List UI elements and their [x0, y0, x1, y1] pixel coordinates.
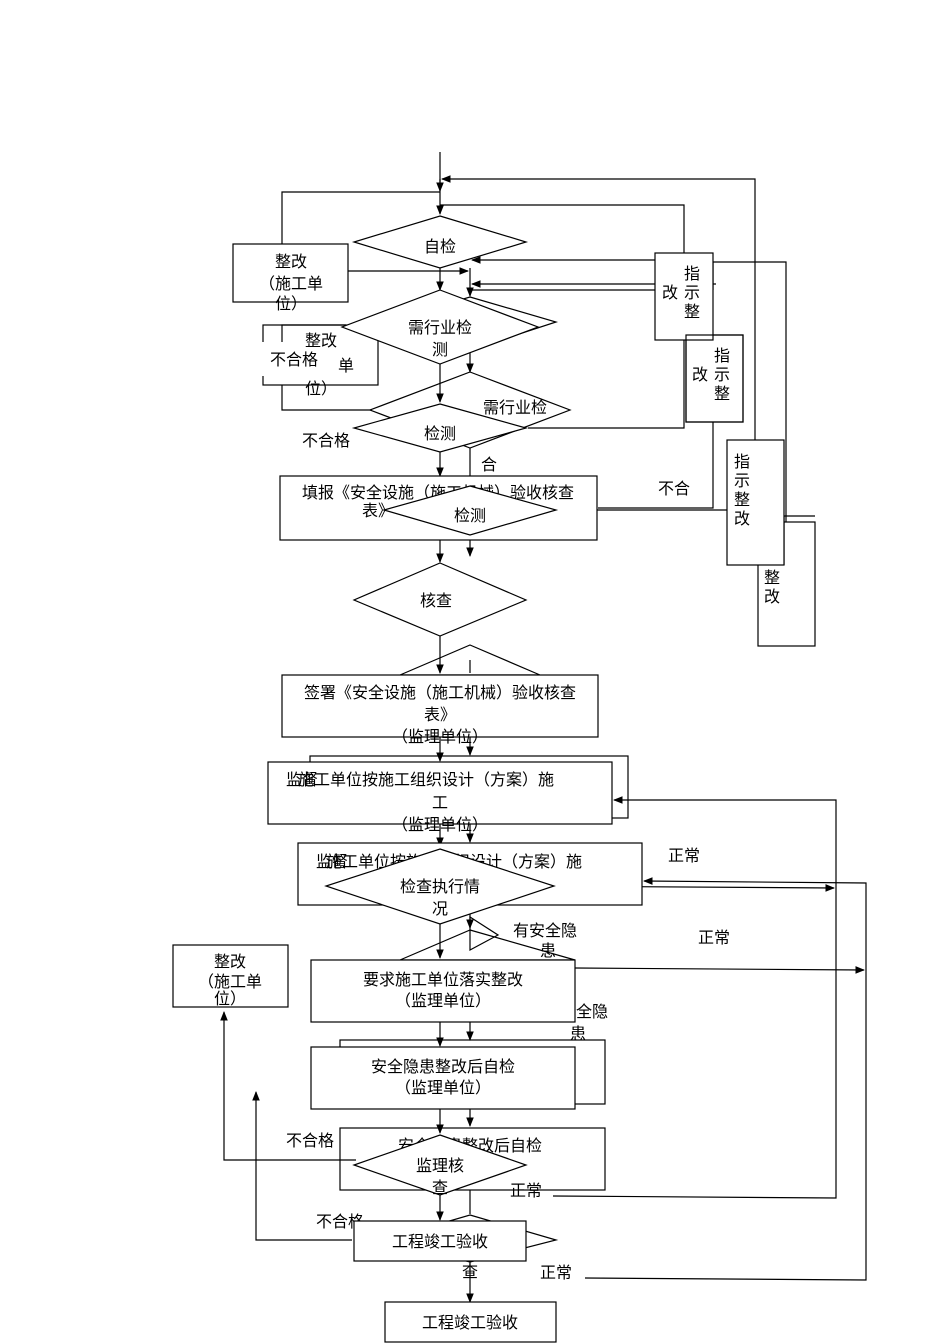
- industry-test-ghost-text: 需行业检: [483, 398, 547, 417]
- rectify-left-top-line-2: （施工单: [259, 274, 323, 293]
- rectify-left-bottom-node: 整改 （施工单 位）: [172, 944, 289, 1008]
- sign-form-line-2: 表》: [424, 705, 456, 724]
- rectify-left-bottom-line-2: （施工单: [198, 972, 262, 991]
- supervise-review-line-2: 查: [432, 1178, 448, 1197]
- construct-line-3: （监理单位）: [392, 815, 488, 834]
- check-exec-line-2: 况: [432, 899, 448, 918]
- require-rectify-line-1: 要求施工单位落实整改: [363, 970, 523, 989]
- supervise-review-line-1: 监理核: [416, 1156, 464, 1175]
- self-check-after-line-1: 安全隐患整改后自检: [371, 1057, 515, 1076]
- instruct-1-c: 示: [684, 283, 700, 302]
- test-node: 检测: [351, 403, 529, 453]
- construct-node: 监督 施工单位按施工组织设计（方案）施 工 （监理单位）: [267, 761, 613, 834]
- test-label: 检测: [424, 424, 456, 443]
- normal-1-label: 正常: [668, 846, 700, 865]
- normal-3-label: 正常: [510, 1181, 542, 1200]
- unqualified-5-label: 不合格: [316, 1212, 364, 1231]
- instruct-rectify-2-node: 指 改 示 整: [685, 334, 744, 423]
- construct-2-prefix-overlap: 监督: [316, 852, 348, 871]
- check-exec-node: 检查执行情 况: [324, 848, 556, 925]
- completion-2-node: 工程竣工验收: [384, 1301, 557, 1343]
- hazard-line-1: 有安全隐: [513, 921, 577, 940]
- hazard-2-label: 全隐 患: [570, 1002, 608, 1043]
- position-fragment: 位）: [305, 379, 337, 398]
- test-2-label: 检测: [454, 506, 486, 525]
- sign-form-line-1: 签署《安全设施（施工机械）验收核查: [304, 683, 576, 702]
- rectify-right-node: 整 改: [764, 568, 780, 606]
- hazard-label: 有安全隐 患: [513, 921, 577, 960]
- rectify-small-fragment: 整改: [305, 331, 337, 350]
- hazard-line-2: 患: [540, 941, 556, 960]
- check-exec-line-1: 检查执行情: [400, 877, 480, 896]
- rectify-left-bottom-line-3: 位）: [214, 989, 246, 1008]
- normal-4-label: 正常: [540, 1263, 572, 1282]
- industry-test-line-2: 测: [432, 340, 448, 359]
- hazard-2-line-1: 全隐: [576, 1002, 608, 1021]
- completion-1-node: 工程竣工验收: [353, 1220, 527, 1262]
- construct-line-1: 施工单位按施工组织设计（方案）施: [298, 770, 554, 789]
- self-check-after-line-2: （监理单位）: [395, 1078, 491, 1097]
- industry-test-node: 需行业检 测: [340, 289, 540, 365]
- instruct-1-b: 改: [662, 283, 678, 302]
- instruct-3-d: 改: [734, 509, 750, 528]
- sign-form-line-3: （监理单位）: [392, 727, 488, 746]
- normal-2-label: 正常: [698, 928, 730, 947]
- hazard-2-line-2: 患: [570, 1024, 586, 1043]
- instruct-rectify-3-node: 指 示 整 改: [726, 439, 785, 566]
- rectify-left-bottom-line-1: 整改: [214, 952, 246, 971]
- rectify-left-top-line-3: 位）: [275, 294, 307, 313]
- completion-1-label: 工程竣工验收: [392, 1232, 488, 1251]
- self-check-label: 自检: [424, 237, 456, 256]
- instruct-rectify-1-node: 指 改 示 整: [654, 252, 714, 341]
- instruct-3-c: 整: [734, 490, 750, 509]
- review-label: 核查: [420, 591, 452, 610]
- self-check-node: 自检: [351, 215, 529, 269]
- construct-prefix-overlap: 监督: [286, 770, 318, 789]
- review-fragment: 查: [462, 1262, 478, 1281]
- unqualified-fragment-node: 整改 不合格 单 位）: [262, 331, 354, 398]
- instruct-1-a: 指: [684, 264, 700, 283]
- instruct-1-d: 整: [684, 302, 700, 321]
- unqualified-3-label: 不合: [658, 479, 690, 498]
- rectify-right-a: 整: [764, 568, 780, 587]
- completion-2-label: 工程竣工验收: [422, 1313, 518, 1332]
- review-node: 核查: [352, 562, 528, 637]
- unqualified-2-label: 不合格: [302, 431, 350, 450]
- instruct-2-d: 整: [714, 384, 730, 403]
- rectify-left-top-node: 整改 （施工单 位）: [232, 243, 349, 313]
- instruct-3-b: 示: [734, 471, 750, 490]
- unqualified-1-label: 不合格: [270, 350, 318, 369]
- test-2-node: 检测: [381, 485, 559, 536]
- rectify-right-b: 改: [764, 587, 780, 606]
- unit-fragment: 单: [338, 356, 354, 375]
- self-check-after-node: 安全隐患整改后自检 （监理单位）: [310, 1046, 576, 1110]
- require-rectify-node: 要求施工单位落实整改 （监理单位）: [310, 959, 576, 1023]
- supervise-review-node: 监理核 查: [352, 1134, 528, 1197]
- sign-form-node: 签署《安全设施（施工机械）验收核查 表》 （监理单位）: [281, 674, 599, 746]
- instruct-2-a: 指: [714, 346, 730, 365]
- industry-test-line-1: 需行业检: [408, 318, 472, 337]
- fill-form-line-2: 表》: [362, 501, 394, 520]
- instruct-2-c: 示: [714, 365, 730, 384]
- instruct-3-a: 指: [734, 452, 750, 471]
- qualified-fragment: 合: [481, 455, 497, 474]
- instruct-2-b: 改: [692, 365, 708, 384]
- rectify-left-top-line-1: 整改: [275, 252, 307, 271]
- unqualified-4-label: 不合格: [286, 1131, 334, 1150]
- construct-line-2: 工: [432, 793, 448, 812]
- require-rectify-line-2: （监理单位）: [395, 991, 491, 1010]
